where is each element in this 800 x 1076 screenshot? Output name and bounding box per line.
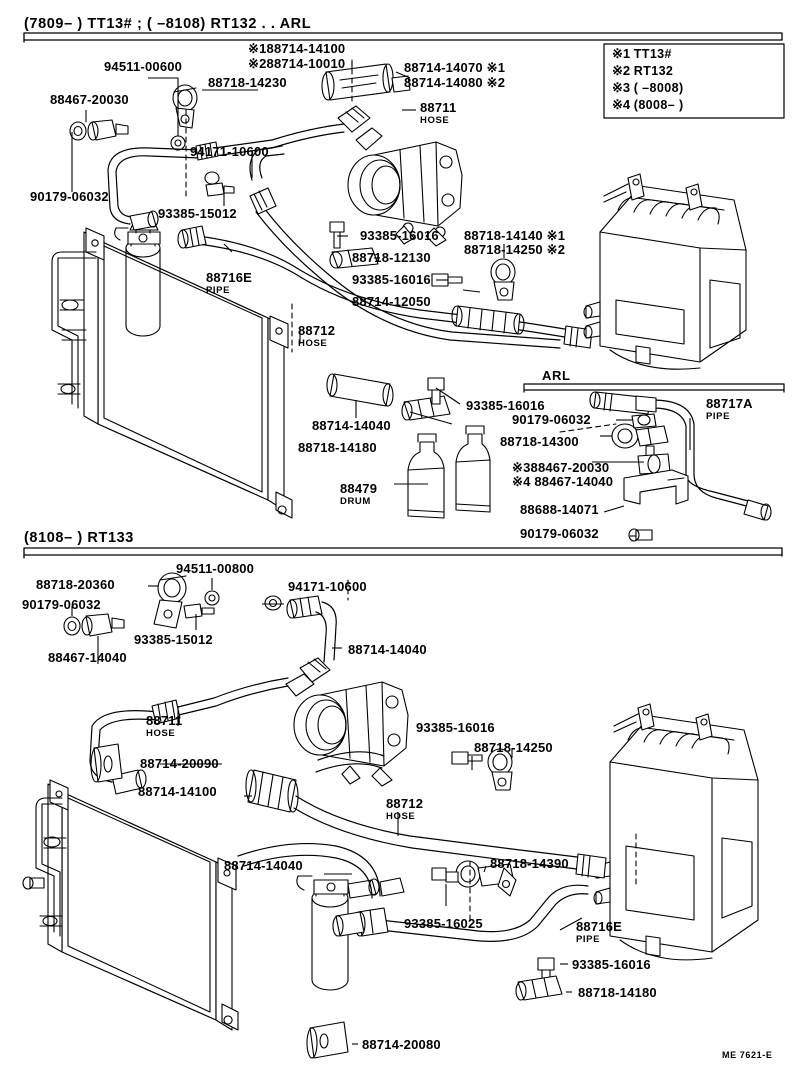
legend-mark: ※3 <box>612 80 631 95</box>
part-label-arl-88467-20030: ※388467-20030 <box>512 460 610 475</box>
part-label-sec2-93385-16016-b: 93385-16016 <box>572 957 651 972</box>
section-title-1: (7809– ) TT13# ; ( –8108) RT132 . . ARL <box>24 16 312 32</box>
part-label-88718-12130: 88718-12130 <box>352 250 431 265</box>
part-label-sec2-88712-hose: 88712 HOSE <box>386 796 423 823</box>
part-label-88714-20090: 88714-20090 <box>140 756 219 771</box>
part-label-94511-00800: 94511-00800 <box>176 561 255 576</box>
part-label-88479-drum: 88479 DRUM <box>340 481 377 508</box>
part-number: 88711 <box>146 713 183 728</box>
part-label-88718-14250: 88718-14250 ※2 <box>464 242 566 257</box>
part-label-94171-10600: 94171-10600 <box>288 579 367 594</box>
part-number: 88717A <box>706 396 753 411</box>
section-title-2: (8108– ) RT133 <box>24 530 134 546</box>
part-number: 88716E <box>206 270 253 285</box>
part-label-sec2-93385-15012: 93385-15012 <box>134 632 213 647</box>
part-label-sec2-88718-14250: 88718-14250 <box>474 740 553 755</box>
legend-value: RT132 <box>633 64 674 78</box>
part-label-arl-88467-14040: ※4 88467-14040 <box>512 474 614 489</box>
part-label-88714-14080: 88714-14080 ※2 <box>404 75 506 90</box>
diagram-footer-code: ME 7621-E <box>722 1050 773 1060</box>
part-label-93385-16016-b: 93385-16016 <box>352 272 431 287</box>
part-desc: PIPE <box>576 934 601 946</box>
part-desc: HOSE <box>420 115 450 127</box>
part-label-sec2-88714-14040-a: 88714-14040 <box>348 642 427 657</box>
legend-value: ( –8008) <box>633 81 684 95</box>
part-label-sec2-88718-14180: 88718-14180 <box>578 985 657 1000</box>
legend-item: ※3 ( –8008) <box>612 80 684 96</box>
subsection-title-arl: ARL <box>542 368 571 383</box>
part-label-arl-88718-14300: 88718-14300 <box>500 434 579 449</box>
part-label-88712-hose: 88712 HOSE <box>298 323 335 350</box>
part-label-88714-14070: 88714-14070 ※1 <box>404 60 506 75</box>
part-label-88467-20030: 88467-20030 <box>50 92 129 107</box>
part-desc: PIPE <box>706 411 731 423</box>
part-label-93385-16016-c: 93385-16016 <box>466 398 545 413</box>
part-label-88718-14230: 88718-14230 <box>208 75 287 90</box>
part-number: 88711 <box>420 100 457 115</box>
part-number: 88712 <box>298 323 336 338</box>
legend-mark: ※2 <box>612 63 631 78</box>
part-label-88717A-pipe: 88717A PIPE <box>706 396 753 423</box>
part-label-sec2-88716E-pipe: 88716E PIPE <box>576 919 622 946</box>
part-label-88711-hose: 88711 HOSE <box>420 100 456 127</box>
part-label-88718-14390: 88718-14390 <box>490 856 569 871</box>
part-label-sec2-88711-hose: 88711 HOSE <box>146 713 182 740</box>
legend-value: (8008– ) <box>633 98 684 112</box>
legend-mark: ※4 <box>612 97 631 112</box>
part-label-88714-10010: ※288714-10010 <box>248 56 346 71</box>
legend-item: ※4 (8008– ) <box>612 97 684 113</box>
part-number: 88712 <box>386 796 424 811</box>
part-label-88718-14180: 88718-14180 <box>298 440 377 455</box>
part-label-94171-10600: 94171-10600 <box>190 144 269 159</box>
part-label-sec2-93385-16016-a: 93385-16016 <box>416 720 495 735</box>
part-label-sec2-88714-14040-b: 88714-14040 <box>224 858 303 873</box>
part-label-arl-90179-06032: 90179-06032 <box>512 412 591 427</box>
part-label-sec2-90179-06032: 90179-06032 <box>22 597 101 612</box>
part-label-sec2-88714-14100: 88714-14100 <box>138 784 217 799</box>
part-label-88688-14071: 88688-14071 <box>520 502 599 517</box>
part-desc: PIPE <box>206 285 231 297</box>
part-label-88718-14140: 88718-14140 ※1 <box>464 228 566 243</box>
part-label-90179-06032: 90179-06032 <box>30 189 109 204</box>
legend-item: ※1 TT13# <box>612 46 684 62</box>
part-label-93385-15012: 93385-15012 <box>158 206 237 221</box>
legend-mark: ※1 <box>612 46 631 61</box>
legend-value: TT13# <box>633 47 672 61</box>
part-desc: HOSE <box>386 811 416 823</box>
part-desc: HOSE <box>298 338 328 350</box>
part-label-88714-14100: ※188714-14100 <box>248 41 346 56</box>
part-label-93385-16016-a: 93385-16016 <box>360 228 439 243</box>
part-label-94511-00600: 94511-00600 <box>104 59 183 74</box>
part-desc: HOSE <box>146 728 176 740</box>
part-label-88714-20080: 88714-20080 <box>362 1037 441 1052</box>
part-label-88716E-pipe: 88716E PIPE <box>206 270 252 297</box>
part-label-93385-16025: 93385-16025 <box>404 916 483 931</box>
part-number: 88479 <box>340 481 378 496</box>
part-label-88718-20360: 88718-20360 <box>36 577 115 592</box>
legend-item: ※2 RT132 <box>612 63 684 79</box>
part-label-88467-14040: 88467-14040 <box>48 650 127 665</box>
applicability-legend: ※1 TT13# ※2 RT132 ※3 ( –8008) ※4 (8008– … <box>612 46 684 113</box>
part-label-88714-14040: 88714-14040 <box>312 418 391 433</box>
part-label-88714-12050: 88714-12050 <box>352 294 431 309</box>
part-desc: DRUM <box>340 496 371 508</box>
part-number: 88716E <box>576 919 623 934</box>
part-label-arl-90179-06032-b: 90179-06032 <box>520 526 599 541</box>
